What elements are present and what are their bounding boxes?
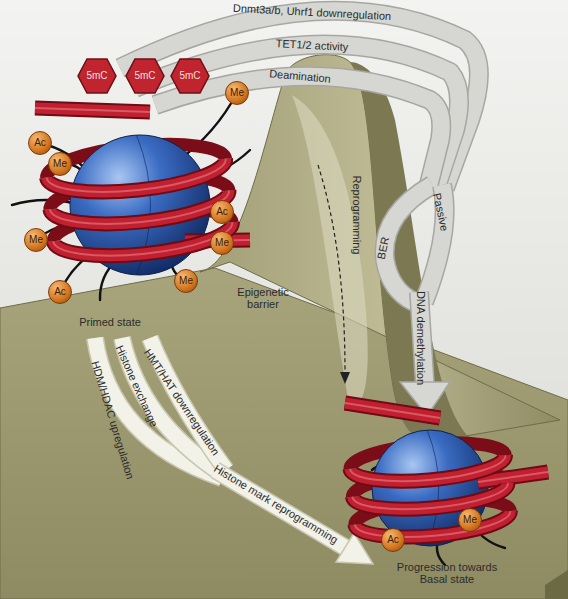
dna-coil-highlight	[53, 222, 234, 263]
dna-coil	[53, 222, 234, 263]
epigenetic-barrier-hill	[200, 55, 560, 442]
annotation-label: Epigenetic barrier	[228, 286, 298, 310]
slab-front-face	[545, 570, 568, 599]
annotation-label: Reprogramming	[351, 176, 363, 255]
mark-label: 5mC	[86, 71, 107, 81]
histone-mark-circle: Ac	[210, 200, 234, 224]
mark-label: Ac	[216, 207, 228, 217]
mark-label: Me	[215, 238, 229, 248]
methyl-cytosine-hexagon: 5mC	[170, 58, 210, 94]
mark-label: Me	[179, 276, 193, 286]
dna-coil-highlight	[50, 191, 231, 232]
mark-label: Ac	[34, 138, 46, 148]
dna-front	[350, 455, 512, 542]
histone-mark-circle: Ac	[381, 528, 405, 552]
dna-coil	[50, 191, 231, 232]
mark-label: Me	[29, 235, 43, 245]
mark-label: 5mC	[179, 71, 200, 81]
dna-linker-highlight	[345, 403, 440, 418]
histone-mark-circle: Ac	[48, 280, 72, 304]
dna-coil-edge	[355, 511, 512, 543]
dna-linker	[35, 108, 150, 112]
mark-label: Me	[230, 88, 244, 98]
dna-coil	[355, 511, 512, 543]
mark-label: Ac	[54, 287, 66, 297]
dna-coil-edge	[352, 483, 509, 515]
dna-front	[47, 159, 235, 263]
mark-label: 5mC	[134, 71, 155, 81]
histone-mark-circle: Me	[174, 269, 198, 293]
dna-coil-highlight	[352, 483, 509, 515]
annotation-label: Progression towards Basal state	[382, 561, 512, 585]
hexagon-shape	[171, 59, 209, 93]
dna-coil-edge	[47, 159, 228, 200]
dna-coil	[350, 455, 507, 487]
mark-label: Me	[463, 515, 477, 525]
histone-mark-circle: Me	[24, 228, 48, 252]
annotation-label: Primed state	[79, 316, 141, 328]
dna-linker	[345, 403, 440, 418]
dna-coil	[47, 159, 228, 200]
histone-mark-circle: Me	[210, 231, 234, 255]
dna-coil-edge	[350, 455, 507, 487]
methyl-cytosine-hexagon: 5mC	[125, 58, 165, 94]
dna-coil-highlight	[350, 455, 507, 487]
mark-label: Ac	[387, 535, 399, 545]
histone-mark-circle: Me	[458, 508, 482, 532]
dna-linker-edge	[35, 108, 150, 112]
dna-coil-edge	[50, 191, 231, 232]
histone-mark-circle: Me	[48, 152, 72, 176]
methyl-cytosine-hexagon: 5mC	[77, 58, 117, 94]
mark-label: Me	[53, 159, 67, 169]
hexagon-shape	[78, 59, 116, 93]
dna-coil	[352, 483, 509, 515]
reprogramming-arrow	[318, 165, 345, 372]
hexagon-shape	[126, 59, 164, 93]
histone-mark-circle: Ac	[28, 131, 52, 155]
hill-valley-slope	[292, 95, 368, 410]
dna-coil-highlight	[47, 159, 228, 200]
dna-coil-edge	[53, 222, 234, 263]
annotation-label: DNA demethylation	[415, 291, 427, 385]
arrow-head	[340, 372, 350, 384]
histone-mark-circle: Me	[225, 81, 249, 105]
dna-linker-highlight	[35, 108, 150, 112]
dna-coil-highlight	[355, 511, 512, 543]
dna-linker-edge	[345, 403, 440, 418]
